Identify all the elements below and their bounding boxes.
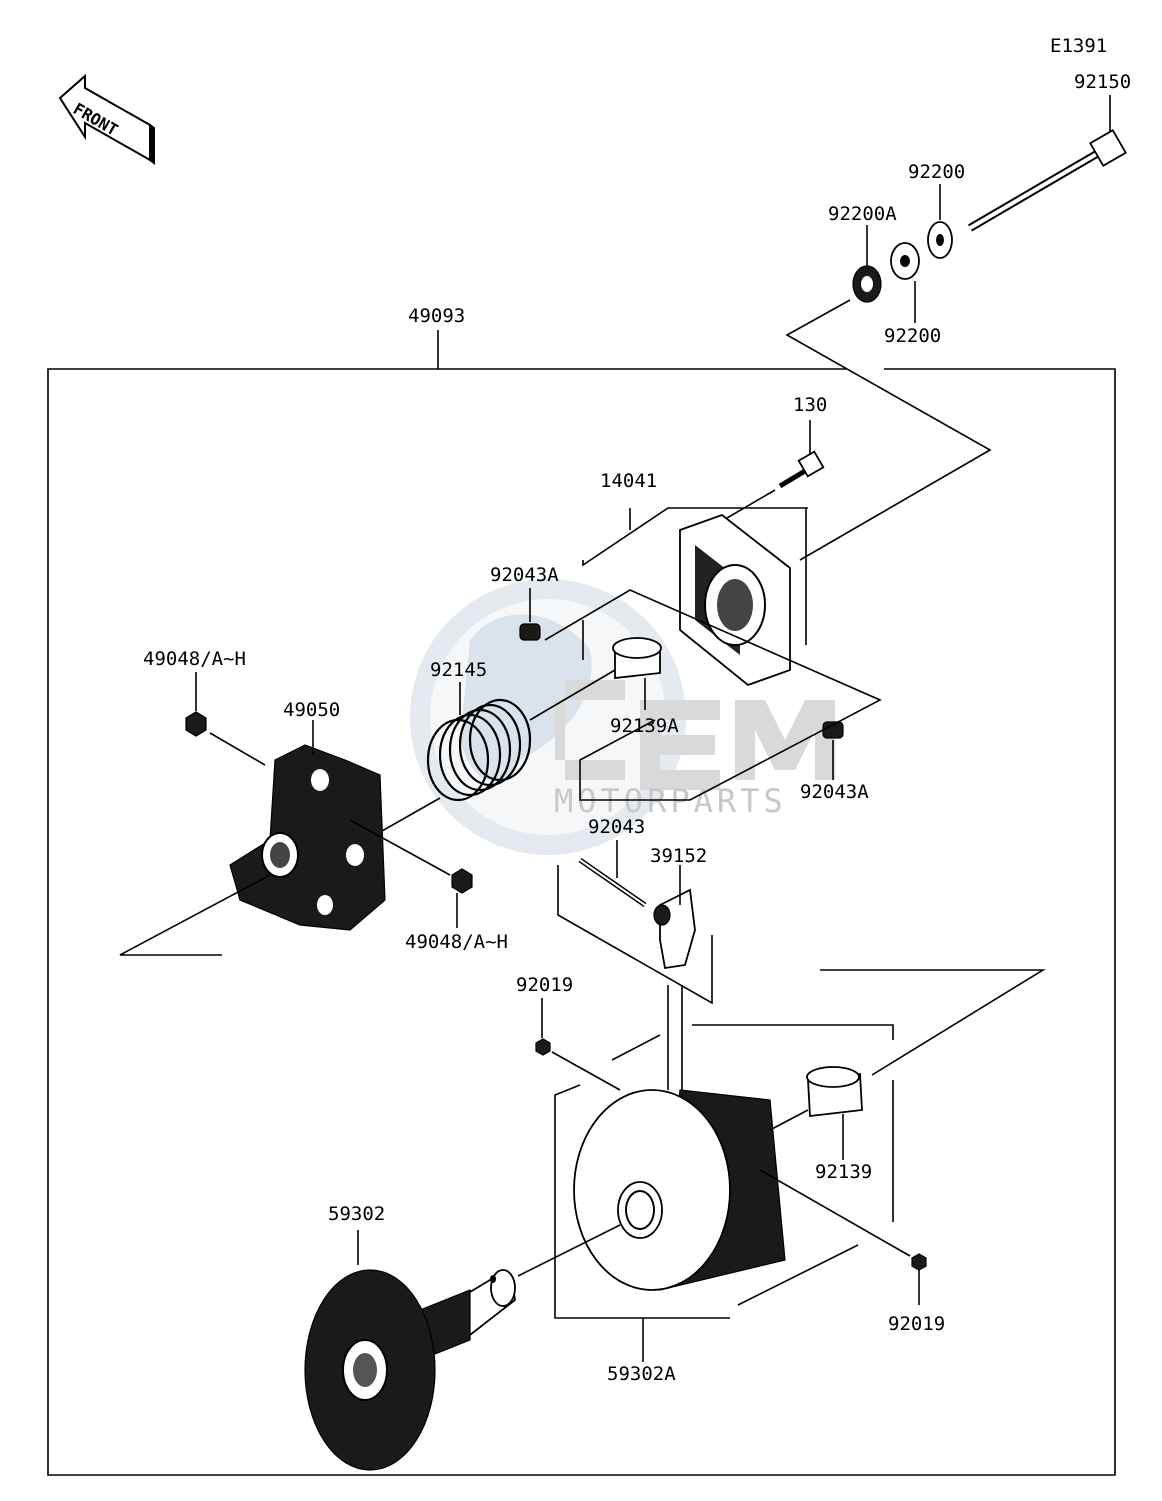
- label-92200A: 92200A: [828, 203, 897, 225]
- bushing-92139: [806, 1066, 863, 1118]
- label-92019-left: 92019: [516, 974, 573, 996]
- pin-92043A-top: [519, 623, 541, 641]
- label-92043: 92043: [588, 816, 645, 838]
- label-59302: 59302: [328, 1203, 385, 1225]
- part-labels: 92150 92200 92200A 92200 49093 130 14041…: [143, 71, 1131, 1385]
- label-49048-top: 49048/A~H: [143, 648, 246, 670]
- label-130: 130: [793, 394, 827, 416]
- label-49050: 49050: [283, 699, 340, 721]
- front-arrow-icon: FRONT: [58, 73, 155, 165]
- bushing-92139A: [612, 637, 662, 680]
- nut-49048-bottom: [451, 868, 473, 894]
- label-92200-bottom: 92200: [884, 325, 941, 347]
- sheave-59302A: [573, 1089, 786, 1291]
- label-92145: 92145: [430, 659, 487, 681]
- label-92139A: 92139A: [610, 715, 679, 737]
- housing-14041: [679, 513, 791, 687]
- bolt-130: [778, 450, 825, 489]
- label-49093: 49093: [408, 305, 465, 327]
- label-49048-bottom: 49048/A~H: [405, 931, 508, 953]
- label-92150: 92150: [1074, 71, 1131, 93]
- bolt-92150: [967, 129, 1127, 232]
- label-92019-right: 92019: [888, 1313, 945, 1335]
- label-92043A-top: 92043A: [490, 564, 559, 586]
- nut-49048-top: [185, 711, 207, 737]
- fixed-sheave-59302: [304, 1269, 516, 1471]
- label-59302A: 59302A: [607, 1363, 676, 1385]
- watermark-sub: MOTORPARTS: [554, 782, 787, 820]
- diagram-code: E1391: [1050, 35, 1107, 57]
- label-14041: 14041: [600, 470, 657, 492]
- label-39152: 39152: [650, 845, 707, 867]
- label-92200-top: 92200: [908, 161, 965, 183]
- roller-39152: [653, 888, 696, 970]
- spider-49050: [229, 744, 386, 931]
- label-92043A-right: 92043A: [800, 781, 869, 803]
- nut-92019-left: [535, 1038, 551, 1056]
- pin-92043: [578, 857, 647, 908]
- label-92139: 92139: [815, 1161, 872, 1183]
- nut-92019-right: [911, 1253, 927, 1271]
- assembly-frame: [47, 368, 1116, 1476]
- spring-92145: [426, 698, 532, 802]
